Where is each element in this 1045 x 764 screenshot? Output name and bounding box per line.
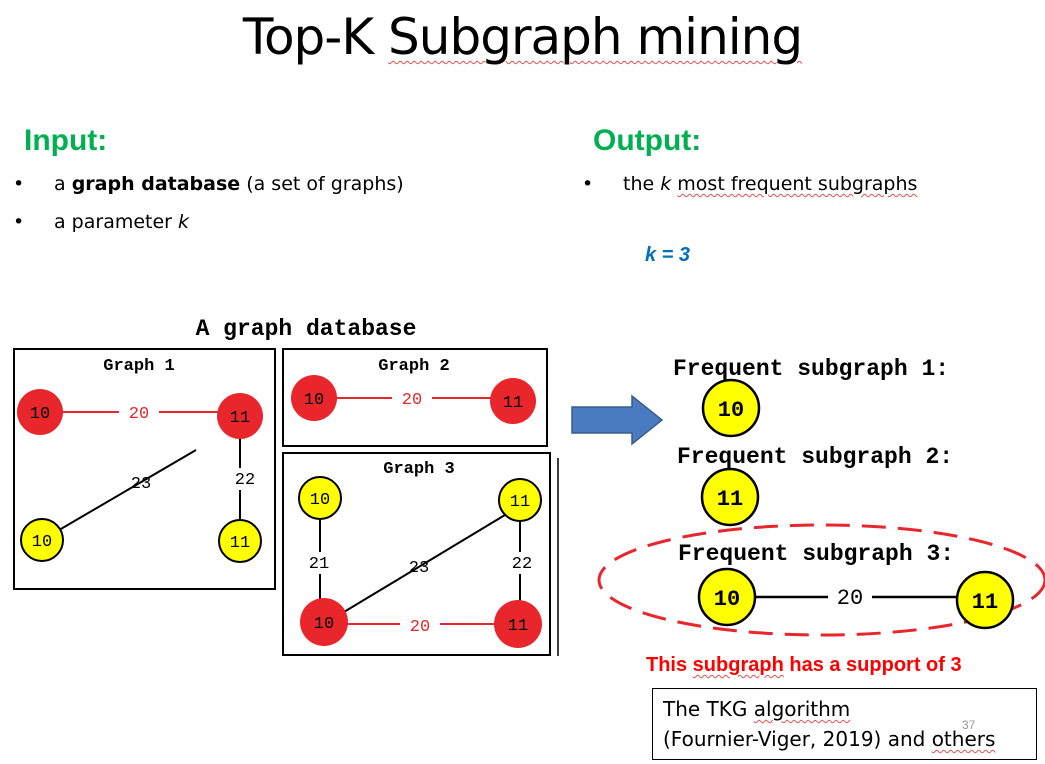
bullet2-k: k [178, 211, 190, 233]
title-topk: Top-K [242, 8, 374, 66]
graph2-node-l-label: 10 [304, 391, 324, 410]
reference-line-2: (Fournier-Viger, 2019) and others [663, 724, 1026, 754]
graph1-edge-right-label: 22 [235, 471, 255, 490]
graph3-node-tr [498, 478, 542, 522]
sub2-node-label: 11 [717, 487, 743, 512]
graph1-title: Graph 1 [103, 357, 174, 376]
graph3-node-tr-label: 11 [510, 493, 530, 512]
bullet-dot: • [13, 211, 25, 233]
graph1-edge-top-bg [119, 402, 159, 422]
graph1-node-tl-label: 10 [30, 405, 50, 424]
graph3-edge-bottom-bg [400, 614, 440, 634]
graph1-edge-top-label: 20 [129, 405, 149, 424]
graph3-node-bl [300, 598, 348, 646]
database-title: A graph database [196, 316, 417, 342]
sub3-node-2 [955, 570, 1015, 630]
output-post: most frequent subgraphs [677, 173, 918, 195]
k-value: k = 3 [645, 244, 691, 266]
reference-line-1: The TKG algorithm [663, 694, 1026, 724]
graph3-title: Graph 3 [383, 460, 454, 479]
ref2-pre: (Fournier-Viger, 2019) and [663, 727, 932, 751]
output-k: k [660, 173, 672, 195]
graph2-edge-label: 20 [402, 391, 422, 410]
graph3-node-bl-label: 10 [314, 615, 334, 634]
graph3-edge-diag-label: 23 [409, 559, 429, 578]
graph2-node-l [291, 375, 337, 421]
bullet2-pre: a parameter [54, 211, 179, 233]
sub3-node-1-label: 10 [714, 587, 740, 612]
graph1-node-br [218, 519, 262, 563]
ref1-pre: The TKG [663, 697, 754, 721]
graph2-node-r-label: 11 [503, 394, 523, 413]
right-arrow-icon [571, 394, 664, 446]
graph1-edge-diag [41, 449, 197, 541]
sub2-node [700, 467, 760, 527]
reference-box: The TKG algorithm (Fournier-Viger, 2019)… [652, 688, 1037, 760]
slide-title: Top-K Subgraph mining [0, 8, 1045, 66]
graph3-node-tl-label: 10 [310, 491, 330, 510]
graph1-node-bl [20, 518, 64, 562]
graph3-edge-bottom-label: 20 [410, 618, 430, 637]
bullet1-bold: graph database [71, 173, 241, 195]
bullet-dot: • [13, 173, 25, 195]
graph2-title: Graph 2 [378, 357, 449, 376]
graph2-edge-bg [392, 388, 432, 408]
graph1-node-bl-label: 10 [32, 533, 52, 552]
sub3-node-2-label: 11 [972, 590, 998, 615]
graph3-edge-right-bg [504, 552, 540, 574]
support-word: subgraph [692, 654, 784, 676]
support-note: This subgraph has a support of 3 [646, 654, 962, 677]
sub3-edge-label: 20 [837, 586, 863, 611]
graph3-node-br [494, 600, 542, 648]
graph3-node-tl [298, 476, 342, 520]
sub1-node [701, 378, 761, 438]
support-pre: This [646, 654, 693, 676]
graph1-node-tr-label: 11 [230, 409, 250, 428]
graph3-edge-right-label: 22 [512, 555, 532, 574]
graph3-node-br-label: 11 [508, 617, 528, 636]
title-subgraph-mining: Subgraph mining [388, 8, 803, 66]
sub3-edge-bg [828, 584, 872, 608]
input-heading: Input: [24, 124, 108, 157]
sub1-node-label: 10 [718, 398, 744, 423]
output-heading: Output: [593, 124, 702, 157]
sub3-label: Frequent subgraph 3: [678, 541, 954, 567]
graph2-node-r [490, 378, 536, 424]
page-number: 37 [962, 718, 976, 732]
sub2-label: Frequent subgraph 2: [677, 444, 953, 470]
graph3-edge-left-bg [303, 552, 337, 574]
bullet-dot: • [582, 173, 594, 195]
graph3-edge-left-label: 21 [309, 555, 329, 574]
graph3-edge-diag [323, 511, 511, 625]
graph1-node-tl [17, 389, 63, 435]
graph1-edge-diag-label: 23 [131, 475, 151, 494]
sub1-label: Frequent subgraph 1: [673, 356, 949, 382]
graph1-edge-right-bg [225, 468, 265, 490]
bullet1-pre: a [54, 173, 72, 195]
graph1-node-tr [217, 393, 263, 439]
highlight-ellipse [597, 523, 1045, 637]
output-pre: the [623, 173, 661, 195]
ref1-word: algorithm [753, 697, 851, 721]
support-post: has a support of 3 [783, 654, 962, 676]
bullet1-post: (a set of graphs) [240, 173, 404, 195]
ref2-word: others [931, 727, 996, 751]
graph1-node-br-label: 11 [230, 534, 250, 553]
sub3-node-1 [697, 567, 757, 627]
